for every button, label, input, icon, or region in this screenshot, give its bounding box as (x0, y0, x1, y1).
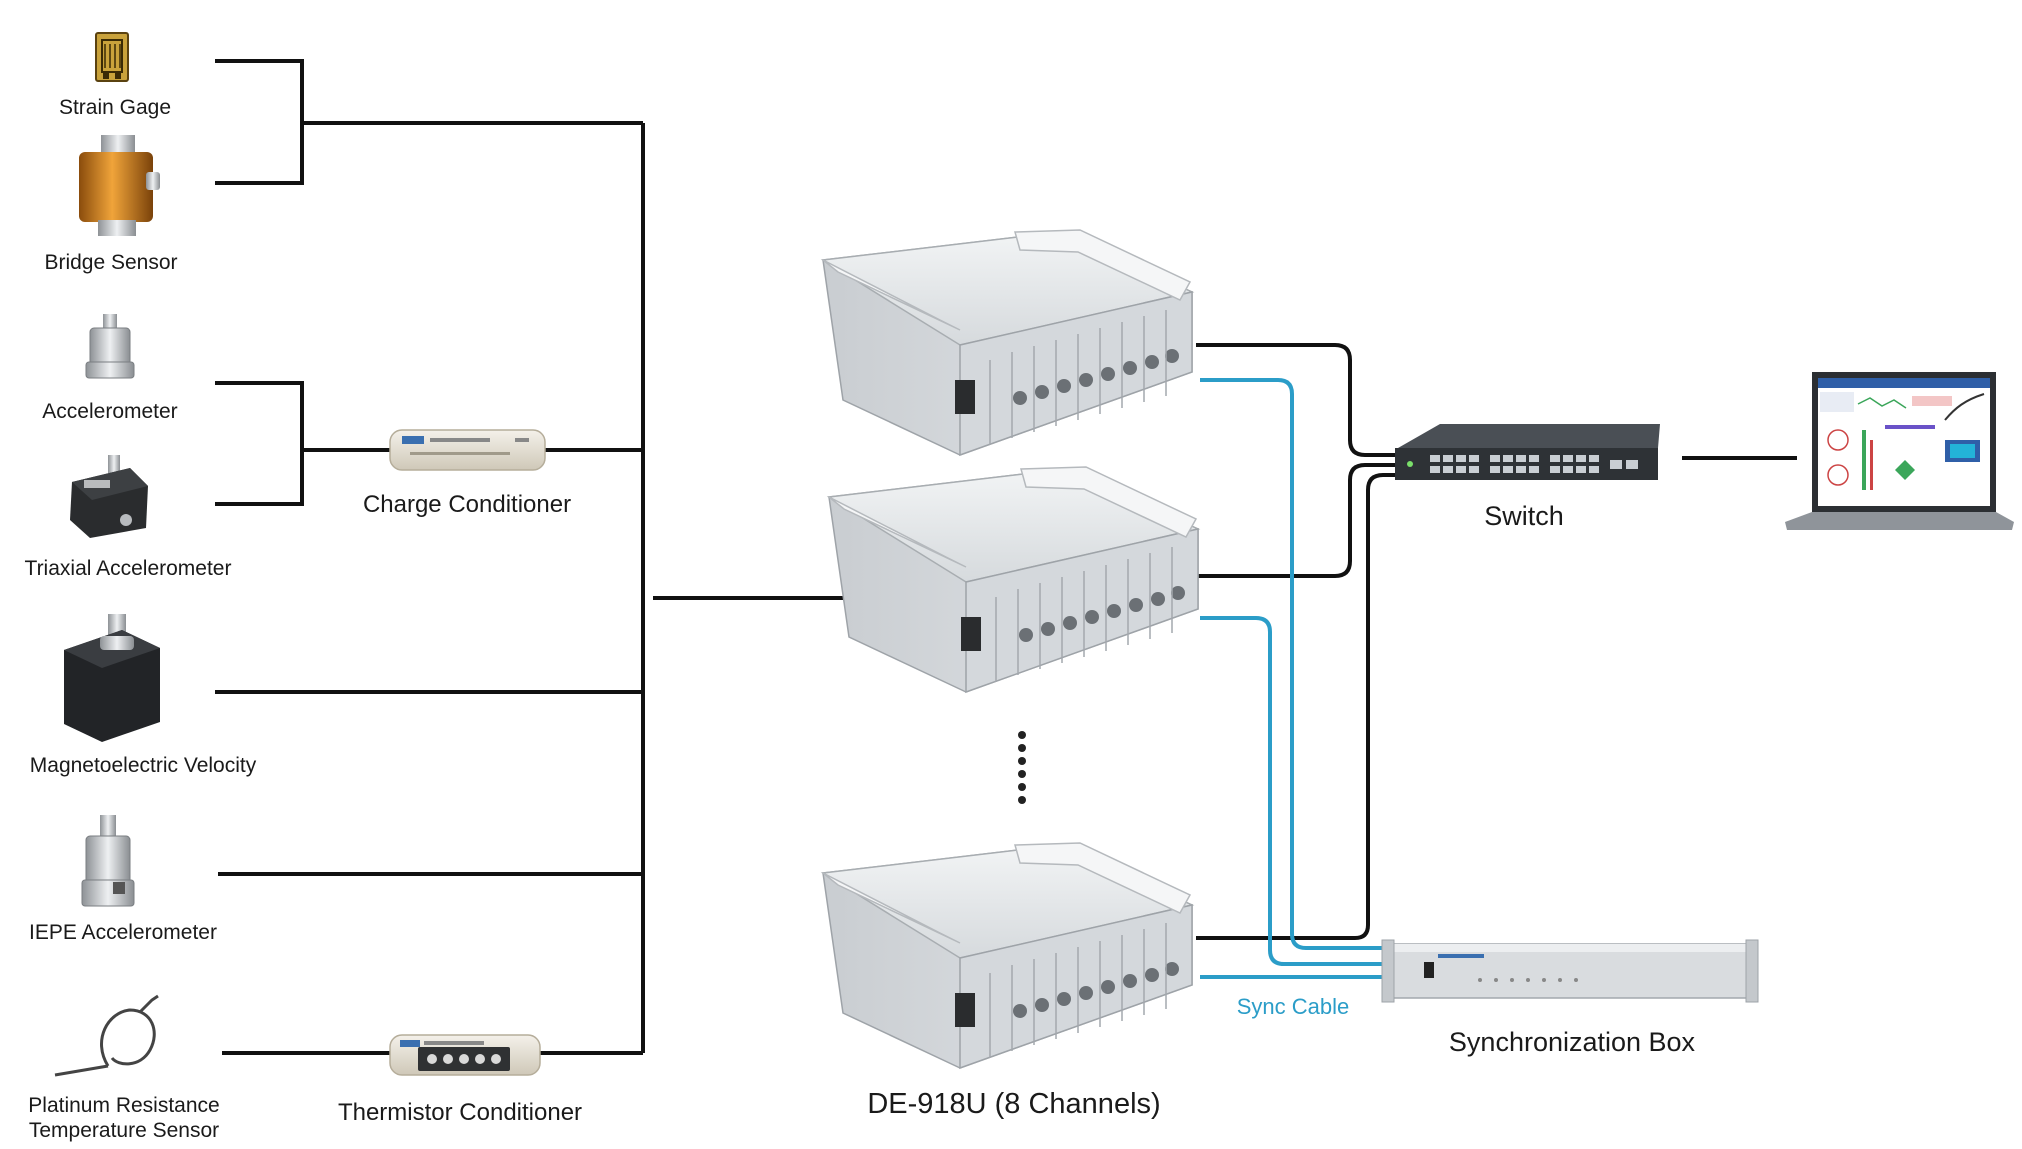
platinum-resistance-sensor-icon (54, 994, 159, 1077)
label-daq-unit: DE-918U (8 Channels) (867, 1088, 1160, 1120)
labels: Strain Gage Bridge Sensor Accelerometer … (25, 96, 1696, 1142)
label-triaxial-accelerometer: Triaxial Accelerometer (25, 557, 232, 580)
charge-conditioner-icon (389, 429, 546, 471)
daq-unit-2 (826, 466, 1201, 694)
network-switch-icon (1395, 424, 1660, 480)
sync-cables (1200, 378, 1392, 979)
laptop-icon (1785, 372, 2014, 530)
label-sync-cable: Sync Cable (1237, 994, 1350, 1019)
synchronization-box-icon (1381, 939, 1759, 1003)
label-switch: Switch (1484, 501, 1564, 531)
label-iepe-accelerometer: IEPE Accelerometer (29, 921, 217, 944)
label-charge-conditioner: Charge Conditioner (363, 491, 571, 518)
daq-unit-1 (820, 229, 1195, 457)
thermistor-conditioner-icon (389, 1034, 541, 1076)
label-bridge-sensor: Bridge Sensor (44, 251, 177, 274)
label-synchronization-box: Synchronization Box (1449, 1027, 1696, 1057)
label-thermistor-conditioner: Thermistor Conditioner (338, 1099, 582, 1126)
bridge-sensor-icon (79, 135, 160, 236)
iepe-accelerometer-icon (81, 815, 135, 907)
accelerometer-icon (85, 314, 135, 379)
ethernet-wiring (1196, 343, 1797, 940)
ellipsis-dots (1018, 731, 1026, 804)
daq-unit-3 (820, 842, 1195, 1070)
sensor-wiring (215, 59, 860, 1055)
label-magnetoelectric-velocity: Magnetoelectric Velocity (30, 754, 257, 777)
triaxial-accelerometer-icon (70, 455, 148, 538)
magnetoelectric-velocity-icon (64, 614, 160, 742)
label-accelerometer: Accelerometer (42, 400, 177, 423)
label-platinum-resistance-line2: Temperature Sensor (29, 1119, 219, 1142)
label-platinum-resistance-line1: Platinum Resistance (28, 1094, 219, 1117)
label-strain-gage: Strain Gage (59, 96, 171, 119)
strain-gage-icon (95, 32, 129, 82)
